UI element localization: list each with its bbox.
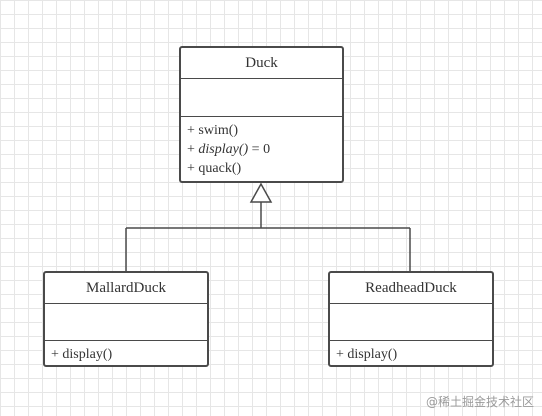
class-operations-section: + swim() + display() = 0 + quack() xyxy=(181,117,342,178)
class-operations-section: + display() xyxy=(330,341,492,364)
operation-swim: + swim() xyxy=(187,121,336,140)
operation-name: display() xyxy=(198,142,249,157)
class-name: MallardDuck xyxy=(45,273,207,304)
operation-display: + display() xyxy=(51,345,201,364)
visibility-marker: + xyxy=(187,123,195,138)
class-attributes-section xyxy=(45,304,207,341)
class-attributes-section xyxy=(181,79,342,117)
visibility-marker: + xyxy=(51,347,59,362)
operation-name: swim() xyxy=(198,123,239,138)
visibility-marker: + xyxy=(187,142,195,157)
class-box-duck[interactable]: Duck + swim() + display() = 0 + quack() xyxy=(179,46,344,183)
operation-display: + display() = 0 xyxy=(187,140,336,159)
operation-display: + display() xyxy=(336,345,486,364)
class-name: Duck xyxy=(181,48,342,79)
operation-suffix: = 0 xyxy=(248,142,271,157)
operation-quack: + quack() xyxy=(187,159,336,178)
operation-name: display() xyxy=(62,347,113,362)
visibility-marker: + xyxy=(336,347,344,362)
class-operations-section: + display() xyxy=(45,341,207,364)
class-box-readheadduck[interactable]: ReadheadDuck + display() xyxy=(328,271,494,367)
class-attributes-section xyxy=(330,304,492,341)
generalization-arrowhead xyxy=(249,182,273,203)
operation-name: display() xyxy=(347,347,398,362)
visibility-marker: + xyxy=(187,161,195,176)
watermark-text: @稀土掘金技术社区 xyxy=(425,395,534,409)
class-name: ReadheadDuck xyxy=(330,273,492,304)
operation-name: quack() xyxy=(198,161,242,176)
class-box-mallardduck[interactable]: MallardDuck + display() xyxy=(43,271,209,367)
